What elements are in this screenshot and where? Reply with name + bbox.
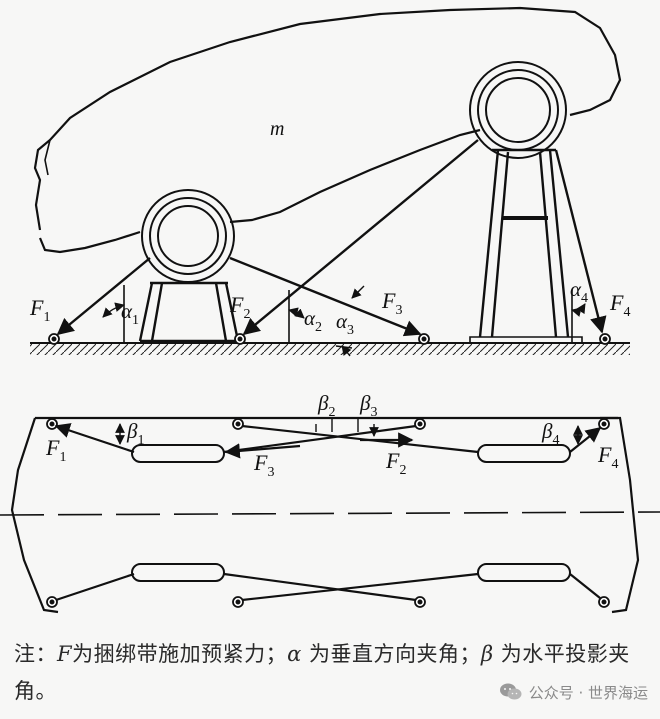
side-view [30,6,630,357]
caption-alpha-symbol: α [287,642,302,666]
car-body-outline [33,6,622,254]
front-stand [138,281,240,343]
beta-angle-marks [115,418,583,445]
angle-label-beta4: β4 [541,419,559,448]
lashing-straps [56,139,607,337]
ground [30,342,630,355]
wechat-icon [499,683,522,700]
watermark-text: 公众号 · 世界海运 [528,683,648,702]
angle-label-beta1: β1 [126,419,144,448]
caption-beta-symbol: β [480,642,494,666]
angle-label-beta3: β3 [359,391,377,420]
force-label-f2: F2 [229,292,250,322]
deck-outline [10,416,640,614]
top-force-label-f2: F2 [385,448,406,478]
side-view-labels: m F1 F2 F3 F4 α1 α2 α3 α4 [29,118,630,338]
force-label-f1: F1 [29,295,50,325]
anchor-points [48,333,611,345]
watermark: 公众号 · 世界海运 [499,679,648,705]
angle-arcs [102,285,586,357]
caption-alpha-description: 为垂直方向夹角； [301,642,481,666]
front-wheel [141,189,235,283]
force-label-f4: F4 [609,290,630,320]
centerline [0,511,660,516]
angle-label-beta2: β2 [317,391,335,420]
mass-label: m [270,118,284,140]
wheel-pads [131,444,571,582]
angle-label-alpha3: α3 [336,309,354,338]
top-straps-upper [54,423,602,459]
top-view [0,416,660,614]
lashing-diagram: m F1 F2 F3 F4 α1 α2 α3 α4 [0,6,660,614]
angle-label-alpha1: α1 [121,299,139,328]
top-force-label-f4: F4 [597,442,618,472]
top-force-label-f3: F3 [253,450,274,480]
force-label-f3: F3 [381,288,402,318]
caption-prefix: 注： [14,642,57,666]
top-view-labels: F1 F2 F3 F4 β1 β2 β3 β4 [45,391,618,480]
caption-f-description: 为捆绑带施加预紧力； [72,642,288,666]
caption-f-symbol: F [57,642,73,666]
rear-wheel [469,61,567,159]
caption-beta-description: 为水平投影夹角。 [14,642,630,703]
top-straps-lower [55,572,601,602]
figure-caption: 注：F为捆绑带施加预紧力；α 为垂直方向夹角；β 为水平投影夹角。 [14,636,646,710]
rear-stand [469,148,583,344]
angle-label-alpha4: α4 [570,277,588,306]
top-force-label-f1: F1 [45,435,66,465]
angle-label-alpha2: α2 [304,306,322,335]
